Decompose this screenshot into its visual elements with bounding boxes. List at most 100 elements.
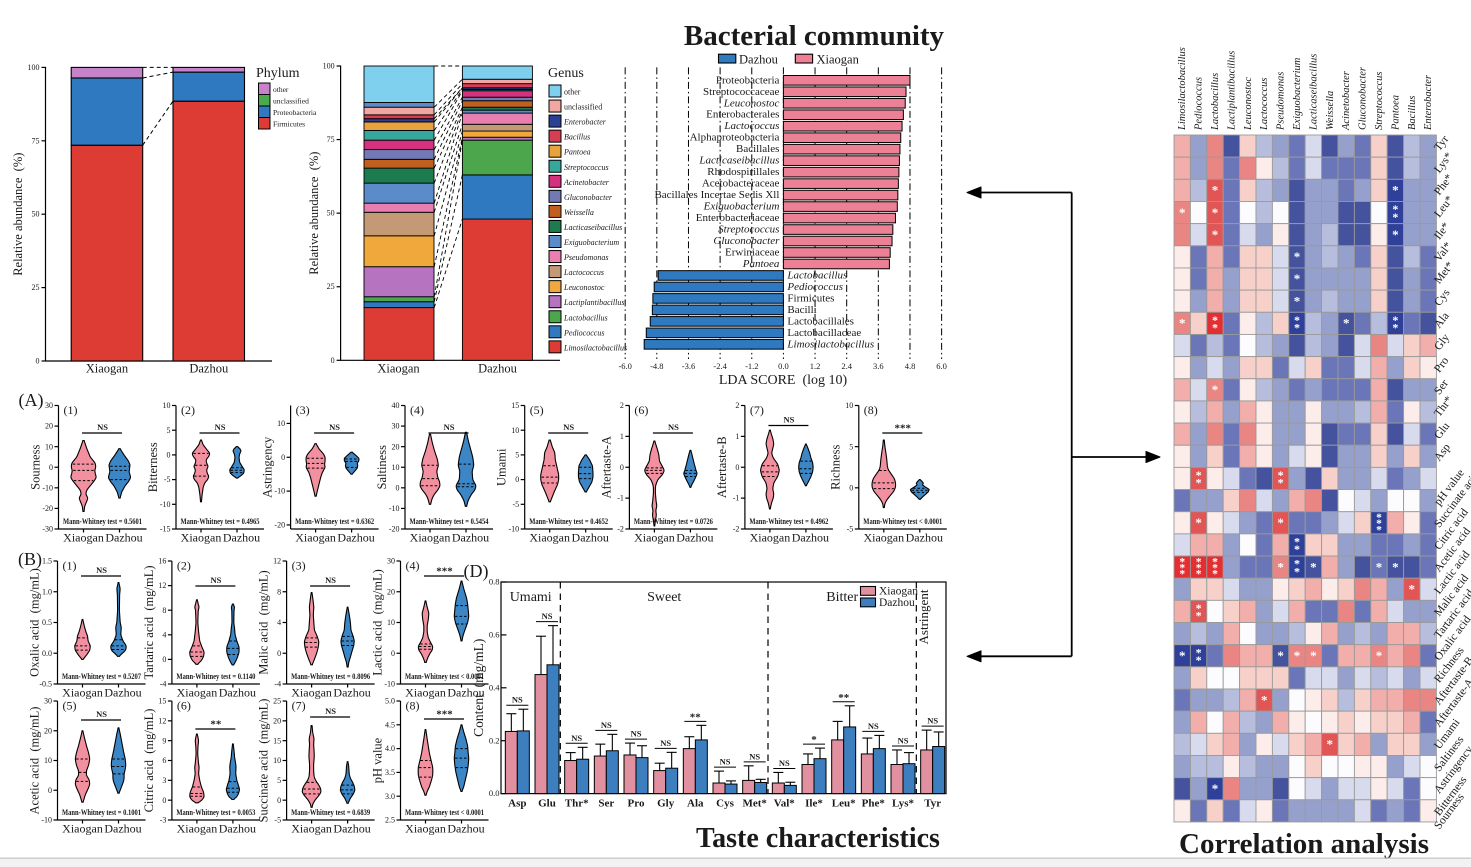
svg-text:*: * (1212, 563, 1218, 575)
svg-text:Mann-Whitney test = 0.1001: Mann-Whitney test = 0.1001 (62, 808, 141, 817)
svg-text:Lactobacillus: Lactobacillus (563, 313, 608, 322)
svg-text:3.6: 3.6 (873, 361, 884, 371)
svg-text:NS: NS (898, 736, 909, 746)
svg-text:0: 0 (277, 649, 281, 658)
svg-text:50: 50 (32, 210, 40, 219)
svg-text:other: other (273, 85, 289, 94)
svg-text:2.5: 2.5 (385, 816, 395, 825)
svg-text:25: 25 (32, 283, 40, 292)
svg-text:Xiaogan: Xiaogan (295, 531, 336, 545)
svg-text:Xiaogan: Xiaogan (863, 531, 904, 545)
svg-text:*: * (1294, 648, 1301, 663)
svg-text:0: 0 (281, 453, 285, 462)
svg-text:*: * (1376, 518, 1382, 530)
svg-text:Asp: Asp (508, 798, 526, 810)
svg-text:10: 10 (387, 618, 395, 627)
svg-text:40: 40 (392, 401, 400, 410)
svg-text:*: * (1196, 653, 1202, 667)
svg-text:-2.4: -2.4 (713, 361, 727, 371)
svg-text:-3: -3 (160, 816, 167, 825)
svg-text:Lacticaseibacillus: Lacticaseibacillus (698, 155, 779, 167)
svg-text:Dazhou: Dazhou (879, 597, 915, 609)
svg-text:(6): (6) (634, 403, 648, 417)
svg-text:8: 8 (162, 606, 166, 615)
svg-text:Weissella: Weissella (1325, 91, 1336, 130)
svg-text:-30: -30 (42, 525, 53, 534)
svg-text:Mann-Whitney test = 0.5207: Mann-Whitney test = 0.5207 (62, 672, 141, 681)
svg-text:Enterobacterales: Enterobacterales (706, 109, 779, 121)
svg-text:-5: -5 (513, 500, 520, 509)
svg-text:4.8: 4.8 (905, 361, 916, 371)
svg-text:other: other (564, 88, 581, 97)
svg-text:Ala: Ala (687, 798, 704, 810)
svg-text:Xiaogan: Xiaogan (177, 822, 218, 836)
svg-text:Relative abundance (%): Relative abundance (%) (11, 153, 25, 276)
svg-text:(3): (3) (292, 559, 306, 573)
svg-text:Acinetobacter: Acinetobacter (563, 178, 610, 187)
svg-text:4: 4 (277, 618, 281, 627)
svg-text:20: 20 (387, 587, 395, 596)
svg-text:Mann-Whitney test = 0.6362: Mann-Whitney test = 0.6362 (295, 517, 374, 526)
svg-text:*: * (1294, 293, 1301, 308)
svg-text:Limosilactobacillus: Limosilactobacillus (563, 343, 627, 352)
svg-text:Dazhou: Dazhou (104, 822, 141, 836)
svg-text:Xiaogan: Xiaogan (405, 822, 446, 836)
svg-text:9: 9 (162, 736, 166, 745)
svg-text:*: * (1294, 557, 1300, 571)
svg-text:Pediococcus: Pediococcus (786, 281, 843, 293)
svg-text:1.2: 1.2 (810, 361, 821, 371)
svg-text:2: 2 (620, 401, 624, 410)
svg-text:0.4: 0.4 (489, 682, 500, 692)
svg-text:LDA SCORE (log 10): LDA SCORE (log 10) (719, 373, 848, 388)
svg-text:25: 25 (327, 282, 335, 291)
svg-text:*: * (1212, 569, 1218, 581)
svg-text:*: * (1196, 476, 1202, 490)
svg-text:-20: -20 (274, 521, 285, 530)
svg-text:*: * (1376, 524, 1382, 536)
svg-text:Pediococcus: Pediococcus (1194, 77, 1205, 131)
svg-text:5: 5 (277, 776, 281, 785)
svg-text:Xiaogan: Xiaogan (181, 531, 222, 545)
svg-text:*: * (1392, 559, 1399, 574)
svg-text:Streptococcaceae: Streptococcaceae (703, 86, 779, 98)
svg-text:Relative abundance (%): Relative abundance (%) (307, 152, 321, 275)
svg-text:Malic acid (mg/mL): Malic acid (mg/mL) (257, 570, 271, 674)
svg-text:3.0: 3.0 (385, 792, 395, 801)
svg-text:Sweet: Sweet (647, 590, 681, 605)
svg-text:0: 0 (167, 451, 171, 460)
svg-text:(4): (4) (406, 559, 420, 573)
svg-text:-10: -10 (389, 504, 400, 513)
svg-text:*: * (1277, 515, 1284, 530)
svg-text:NS: NS (631, 729, 642, 739)
svg-text:NS: NS (927, 716, 938, 726)
svg-text:NS: NS (444, 422, 455, 432)
svg-text:*: * (1196, 563, 1202, 575)
svg-text:10: 10 (163, 401, 171, 410)
svg-text:6.0: 6.0 (936, 361, 947, 371)
svg-text:-6.0: -6.0 (618, 361, 631, 371)
svg-text:0: 0 (620, 463, 624, 472)
svg-text:NS: NS (660, 738, 671, 748)
svg-text:Xiaogan: Xiaogan (177, 686, 218, 700)
svg-text:Mann-Whitney test = 0.1140: Mann-Whitney test = 0.1140 (176, 672, 255, 681)
svg-text:20: 20 (273, 716, 281, 725)
svg-text:Bacillales: Bacillales (736, 143, 779, 155)
svg-text:Pediococcus: Pediococcus (563, 328, 604, 337)
svg-text:Xiaogan: Xiaogan (634, 531, 675, 545)
svg-text:Lactobacillales: Lactobacillales (787, 315, 854, 327)
svg-text:10: 10 (392, 463, 400, 472)
svg-text:75: 75 (327, 135, 335, 144)
svg-text:0.8: 0.8 (489, 577, 500, 587)
svg-text:*: * (1179, 569, 1185, 581)
svg-text:NS: NS (571, 733, 582, 743)
svg-text:NS: NS (329, 422, 340, 432)
svg-text:Met*: Met* (742, 798, 767, 810)
svg-text:(B): (B) (18, 549, 42, 570)
svg-text:Mann-Whitney test = 0.4965: Mann-Whitney test = 0.4965 (181, 517, 260, 526)
svg-text:Ser: Ser (598, 798, 614, 810)
svg-text:*: * (1212, 321, 1218, 335)
svg-text:Astringency: Astringency (261, 436, 275, 498)
svg-text:Dazhou: Dazhou (189, 362, 229, 376)
svg-text:-3.6: -3.6 (682, 361, 695, 371)
svg-text:*: * (1392, 210, 1398, 224)
